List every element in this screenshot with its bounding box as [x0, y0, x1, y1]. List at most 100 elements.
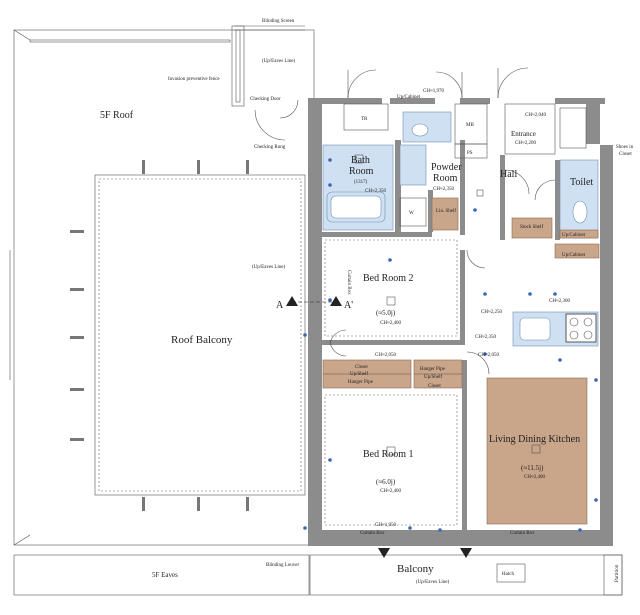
label-bath-size: (1317): [354, 180, 368, 185]
partition-box: [603, 554, 623, 596]
label-ch-2350-bath: CH≈2,350: [365, 189, 386, 194]
label-bedroom1-ch: CH≈2,400: [380, 489, 401, 494]
label-w: W: [409, 211, 414, 216]
ps-box: [454, 143, 488, 159]
label-ch-1370: CH≈1,970: [423, 89, 444, 94]
walls: [308, 98, 613, 546]
roof-outline: [13, 29, 315, 546]
stock-shelf: [511, 217, 553, 239]
label-up-cabinet-top: Up/Cabinet: [397, 95, 421, 100]
washer-pan: [399, 144, 427, 186]
label-hatch: Hatch: [502, 572, 514, 577]
toilet-floor: [559, 159, 599, 239]
label-stock-shelf: Stock Shelf: [520, 225, 544, 230]
label-ch-1950: CH≈1,950: [375, 523, 396, 528]
label-ch-2200: CH≈2,200: [515, 141, 536, 146]
entrance-floor: [504, 103, 556, 155]
label-up-eaves-mid: (Up/Eaves Line): [252, 265, 286, 270]
label-bath-room: Room: [349, 166, 374, 177]
label-checking-door: Checking Door: [250, 97, 281, 102]
toilet-bowl: [572, 200, 588, 224]
outlets: [303, 158, 598, 532]
toilet-cabinet: [559, 229, 599, 239]
label-powder-room: Room: [433, 173, 458, 184]
ldk-floor: [486, 377, 588, 525]
label-hanger-pipe-left: Hanger Pipe: [348, 380, 374, 385]
roof-diagonal-bl: [13, 534, 31, 546]
label-ldk-area: (≈11.5j): [521, 464, 544, 472]
kitchen-sink: [519, 317, 551, 341]
balcony-arrow-right: [460, 548, 472, 558]
label-invasion-fence: Invasion preventive fence: [168, 77, 220, 82]
label-5f-roof: 5F Roof: [100, 110, 134, 121]
label-ch-2350-hall: CH≈2,350: [475, 335, 496, 340]
fence-posts: [70, 160, 249, 511]
label-partition: Partition: [615, 564, 620, 582]
label-up-shelf-left: Up/Shelf: [350, 372, 368, 377]
basin-bowl: [411, 123, 429, 137]
shoes-closet: [559, 107, 587, 149]
label-blinding-screen: Blinding Screen: [262, 19, 295, 24]
label-closet-right: Closet: [428, 384, 441, 389]
bedroom2-outline: [324, 239, 458, 337]
washer-w: [399, 197, 427, 227]
label-section-a-prime: A': [344, 300, 353, 311]
tr-box: [343, 103, 389, 131]
label-toilet: Toilet: [570, 177, 593, 188]
roof-balcony-fence-inner: [98, 178, 302, 492]
label-powder: Powder: [431, 162, 462, 173]
eaves-5f: [13, 554, 310, 596]
label-checking-rung: Checking Rung: [254, 145, 286, 150]
label-curtain-box-vertical: Curtain Box: [346, 270, 351, 295]
hatch-box: [496, 563, 526, 583]
section-arrow-right: [330, 296, 342, 306]
label-up-eaves-bottom: (Up/Eaves Line): [416, 580, 450, 585]
label-mb: MB: [466, 123, 474, 128]
label-ch-2040: CH≈2,040: [525, 113, 546, 118]
label-ch-2250: CH≈2,250: [481, 310, 502, 315]
label-balcony: Balcony: [397, 563, 434, 575]
label-up-cabinet-kitchen: Up/Cabinet: [562, 253, 586, 258]
bathtub-inner: [330, 195, 382, 219]
label-up-cabinet-toilet: Up/Cabinet: [562, 233, 586, 238]
section-arrow-left: [286, 296, 298, 306]
label-ch-2350-powder: CH≈2,350: [433, 187, 454, 192]
label-bedroom2-ch: CH≈2,400: [380, 321, 401, 326]
doors: [254, 67, 556, 375]
label-bedroom1-area: (≈6.0j): [376, 478, 396, 486]
label-up-shelf-right: Up/Shelf: [424, 375, 442, 380]
bedroom1-outline: [324, 394, 458, 526]
label-ch-2050-b: CH≈2,050: [478, 353, 499, 358]
burner-4: [583, 330, 593, 340]
burner-2: [583, 317, 593, 327]
label-shoes-in: Shoes in: [616, 145, 634, 150]
label-up-eaves-top: (Up/Eaves Line): [262, 59, 296, 64]
label-section-a: A: [276, 300, 284, 311]
label-closet-shoes: Closet: [619, 152, 632, 157]
label-tr: TR: [361, 117, 368, 122]
fence-strip: [231, 25, 245, 107]
label-bedroom1: Bed Room 1: [363, 449, 414, 460]
burner-1: [569, 317, 579, 327]
label-ch-2050-a: CH≈2,050: [375, 353, 396, 358]
label-lin-shelf: Lin. Shelf: [436, 209, 456, 214]
label-ldk: Living Dining Kitchen: [489, 434, 580, 445]
roof-diagonal-tl: [13, 29, 31, 41]
eaves-balcony: [309, 554, 623, 596]
label-bedroom2: Bed Room 2: [363, 273, 414, 284]
kitchen-cabinet: [554, 243, 600, 259]
label-closet-left: Closet: [355, 365, 368, 370]
ceiling-lights: [354, 154, 541, 456]
fence-strip-inner: [235, 29, 241, 103]
label-ch-2300: CH≈2,300: [549, 299, 570, 304]
label-roof-balcony: Roof Balcony: [171, 334, 233, 346]
cooktop: [565, 313, 597, 343]
label-curtain-box-right: Curtain Box: [510, 531, 535, 536]
label-entrance: Entrance: [511, 130, 536, 138]
label-bedroom2-area: (≈5.0j): [376, 309, 396, 317]
balcony-arrow-left: [378, 548, 390, 558]
label-hall: Hall: [500, 169, 517, 180]
label-ldk-ch: CH≈2,400: [524, 475, 545, 480]
roof-inner-top: [29, 39, 231, 43]
